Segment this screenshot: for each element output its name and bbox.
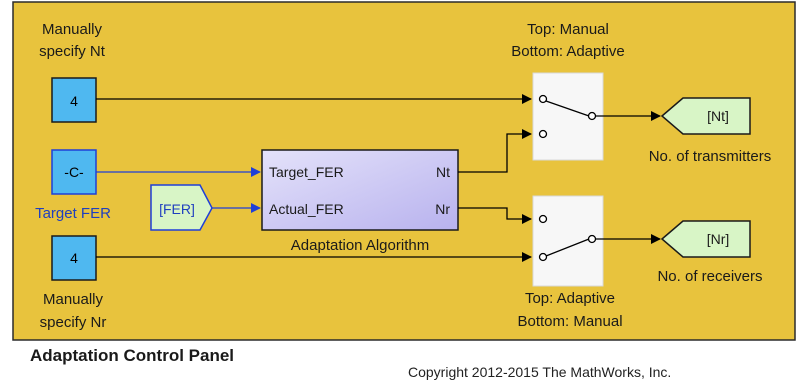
- goto-nr-value: [Nr]: [707, 231, 730, 247]
- nr-constant-block[interactable]: 4: [51, 235, 97, 281]
- nt-constant-value: 4: [70, 93, 78, 109]
- copyright-text: Copyright 2012-2015 The MathWorks, Inc.: [408, 364, 672, 380]
- goto-nt-label: No. of transmitters: [649, 148, 772, 165]
- nr-constant-label-line2: specify Nr: [40, 314, 107, 331]
- nr-constant-value: 4: [70, 250, 78, 266]
- target-fer-block[interactable]: -C-: [51, 149, 97, 195]
- algorithm-output-nt: Nt: [436, 164, 450, 180]
- algorithm-input-actual-fer: Actual_FER: [269, 201, 344, 217]
- fer-from-tag[interactable]: [FER]: [150, 184, 213, 231]
- nt-constant-label-line2: specify Nt: [39, 43, 106, 60]
- switch-bottom-block[interactable]: [532, 195, 604, 287]
- switch-top-label-line2: Bottom: Adaptive: [511, 43, 624, 60]
- goto-nt-tag[interactable]: [Nt]: [660, 97, 751, 135]
- nt-constant-block[interactable]: 4: [51, 77, 97, 123]
- panel-title: Adaptation Control Panel: [30, 346, 234, 365]
- goto-nr-label: No. of receivers: [657, 268, 762, 285]
- target-fer-value: -C-: [64, 164, 84, 180]
- goto-nt-value: [Nt]: [707, 108, 729, 124]
- adaptation-algorithm-block[interactable]: Target_FER Actual_FER Nt Nr: [261, 149, 459, 231]
- algorithm-name-label: Adaptation Algorithm: [291, 237, 429, 254]
- signal-nr-adaptive[interactable]: [458, 207, 532, 224]
- nr-constant-label-line1: Manually: [43, 291, 104, 308]
- fer-from-value: [FER]: [159, 201, 195, 217]
- algorithm-output-nr: Nr: [435, 201, 450, 217]
- switch-bottom-label-line1: Top: Adaptive: [525, 290, 615, 307]
- switch-bottom-label-line2: Bottom: Manual: [517, 313, 622, 330]
- signal-nt-adaptive[interactable]: [458, 129, 532, 173]
- algorithm-input-target-fer: Target_FER: [269, 164, 344, 180]
- goto-nr-tag[interactable]: [Nr]: [660, 220, 751, 258]
- switch-top-label-line1: Top: Manual: [527, 21, 609, 38]
- nt-constant-label-line1: Manually: [42, 21, 103, 38]
- switch-top-block[interactable]: [532, 72, 604, 161]
- target-fer-label: Target FER: [35, 205, 111, 222]
